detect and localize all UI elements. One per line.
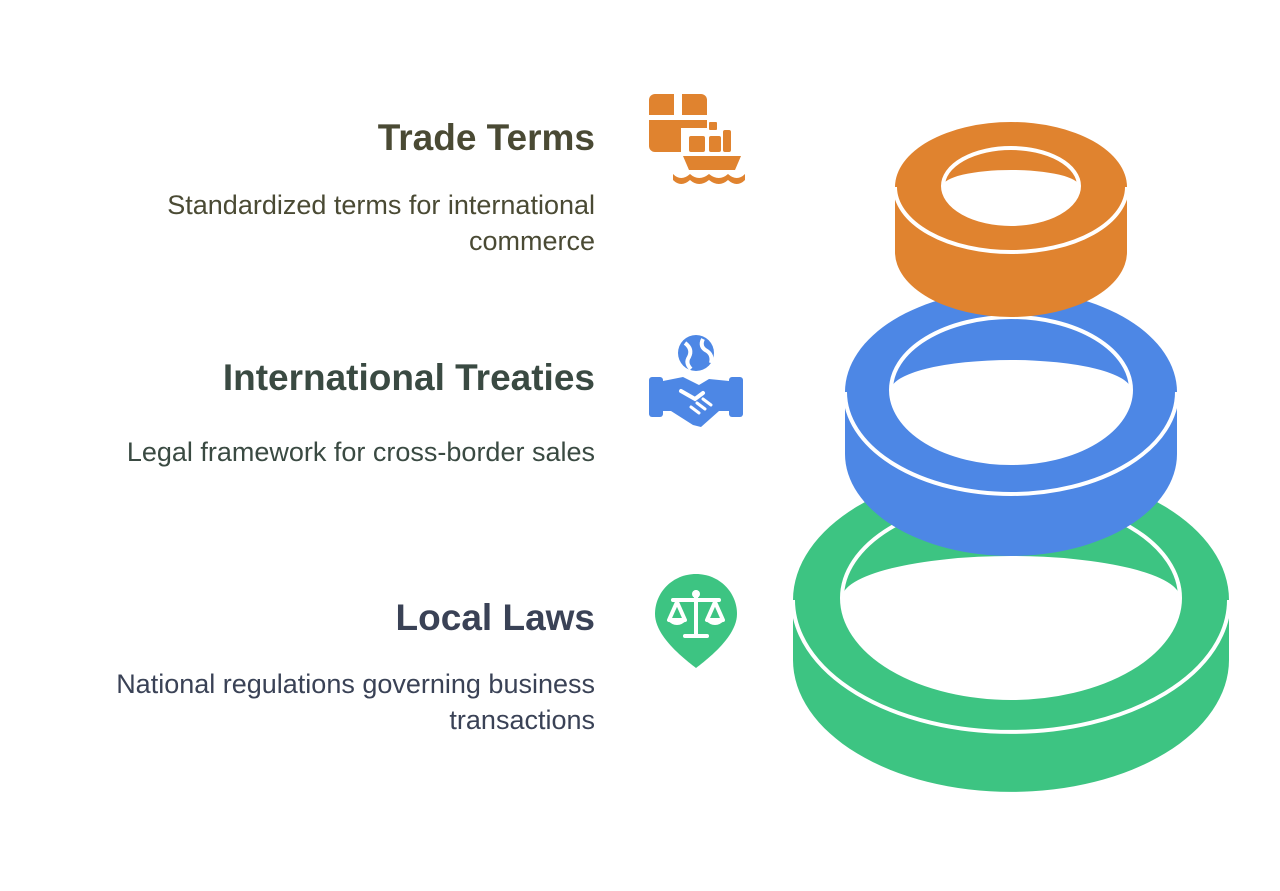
trade-terms-description: Standardized terms for international com… bbox=[167, 190, 595, 256]
local-laws-description: National regulations governing business … bbox=[116, 669, 595, 735]
international-treaties-block: International Treaties Legal framework f… bbox=[35, 356, 595, 470]
globe-handshake-icon bbox=[649, 335, 743, 427]
trade-terms-block: Trade Terms Standardized terms for inter… bbox=[35, 116, 595, 259]
ring-international-treaties bbox=[843, 290, 1179, 556]
trade-terms-title: Trade Terms bbox=[377, 117, 595, 158]
international-treaties-title: International Treaties bbox=[222, 357, 595, 398]
international-treaties-description: Legal framework for cross-border sales bbox=[126, 437, 595, 467]
ring-trade-terms bbox=[893, 122, 1129, 317]
local-laws-title: Local Laws bbox=[395, 597, 595, 638]
local-laws-block: Local Laws National regulations governin… bbox=[35, 596, 595, 738]
scales-pin-icon bbox=[655, 574, 737, 668]
cargo-ship-icon bbox=[649, 94, 747, 188]
